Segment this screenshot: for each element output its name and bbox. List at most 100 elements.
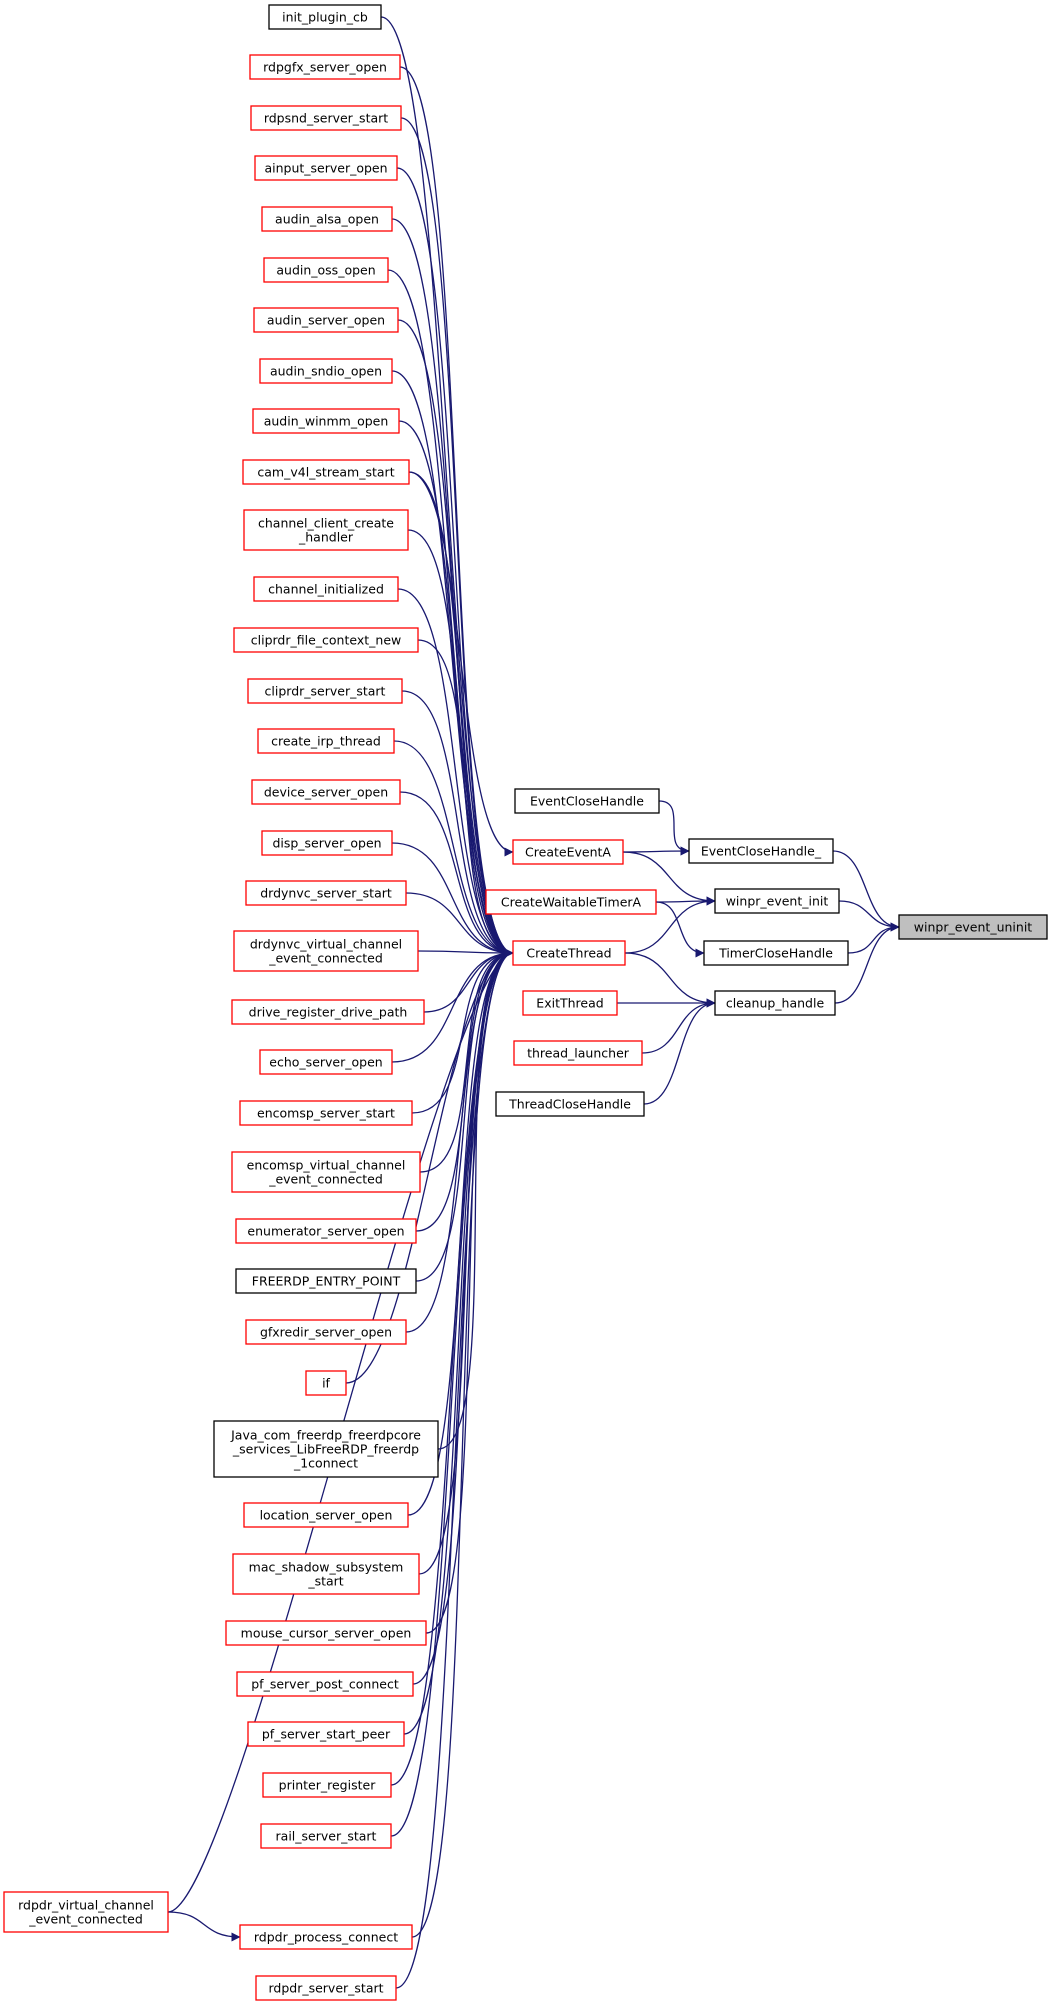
edge-rdpsnd-server-start-to-createthread [400,117,514,958]
node-channel-initialized[interactable]: channel_initialized [253,576,399,602]
node-box [262,1772,392,1798]
node-java-com-freerdp[interactable]: Java_com_freerdp_freerdpcore_services_Li… [213,1420,439,1478]
node-label: ThreadCloseHandle [508,1097,631,1112]
node-createeventa[interactable]: CreateEventA [512,839,624,865]
node-audin-winmm-open[interactable]: audin_winmm_open [252,408,400,434]
node-box [512,940,626,966]
node-freerdp-entry-point[interactable]: FREERDP_ENTRY_POINT [235,1268,417,1294]
node-box [233,930,419,972]
node-box [233,627,419,653]
node-pf-server-post-connect[interactable]: pf_server_post_connect [236,1671,414,1697]
node-encomsp-virtual-channel-event-connected[interactable]: encomsp_virtual_channel_event_connected [231,1151,421,1193]
node-root[interactable]: winpr_event_uninit [898,914,1048,940]
node-rdpdr-server-start[interactable]: rdpdr_server_start [255,1975,397,2001]
node-cleanup-handle[interactable]: cleanup_handle [714,990,836,1016]
edge-createeventa-to-winpr-event-init [622,851,716,906]
node-drdynvc-server-start[interactable]: drdynvc_server_start [245,880,407,906]
node-cliprdr-server-start[interactable]: cliprdr_server_start [247,678,403,704]
node-drive-register-drive-path[interactable]: drive_register_drive_path [231,999,425,1025]
node-label: cliprdr_server_start [265,684,386,699]
node-box [263,257,389,283]
node-mac-shadow-subsystem-start[interactable]: mac_shadow_subsystem_start [232,1553,420,1595]
node-audin-sndio-open[interactable]: audin_sndio_open [259,358,393,384]
edge-java-com-freerdp-to-createthread [437,948,514,1450]
node-rdpdr-process-connect[interactable]: rdpdr_process_connect [239,1924,413,1950]
node-label: printer_register [279,1778,377,1793]
node-label: mouse_cursor_server_open [241,1626,412,1641]
edge-echo-server-open-to-createthread [391,948,514,1063]
node-eventclosehandle[interactable]: EventCloseHandle_ [688,838,834,864]
node-label: enumerator_server_open [247,1224,404,1239]
node-createthread[interactable]: CreateThread [512,940,626,966]
node-label: winpr_event_uninit [914,920,1033,935]
node-label: gfxredir_server_open [260,1325,392,1340]
edge-create-irp-thread-to-createthread [393,740,514,958]
node-box [485,889,657,915]
node-location-server-open[interactable]: location_server_open [243,1502,409,1528]
node-createwaitabletimera[interactable]: CreateWaitableTimerA [485,889,657,915]
node-rail-server-start[interactable]: rail_server_start [260,1823,392,1849]
node-enumerator-server-open[interactable]: enumerator_server_open [235,1218,417,1244]
node-label: encomsp_virtual_channel [247,1158,406,1173]
node-label: EventCloseHandle_ [701,844,822,859]
node-label: _start [307,1574,343,1589]
node-audin-alsa-open[interactable]: audin_alsa_open [261,206,393,232]
node-gfxredir-server-open[interactable]: gfxredir_server_open [245,1319,407,1345]
node-device-server-open[interactable]: device_server_open [251,779,401,805]
node-rdpgfx-server-open[interactable]: rdpgfx_server_open [249,54,401,80]
node-label: _event_connected [268,1172,383,1187]
node-label: audin_winmm_open [264,414,389,429]
node-exitthread[interactable]: ExitThread [522,990,618,1016]
node-label: drdynvc_virtual_channel [250,937,402,952]
edge-drdynvc-virtual-channel-event-connected-to-createthread [417,948,514,958]
node-label: pf_server_start_peer [262,1727,391,1742]
node-label: cam_v4l_stream_start [257,465,394,480]
node-audin-oss-open[interactable]: audin_oss_open [263,257,389,283]
node-channel-client-create-handler[interactable]: channel_client_create_handler [243,509,409,551]
node-thread-launcher[interactable]: thread_launcher [513,1040,643,1066]
node-box [260,1823,392,1849]
node-label: pf_server_post_connect [251,1677,399,1692]
node-label: audin_alsa_open [275,212,379,227]
edge-if-to-createthread [345,948,514,1384]
node-label: mac_shadow_subsystem [249,1560,404,1575]
node-box [235,1218,417,1244]
edge-rdpdr-server-start-to-createthread [395,948,514,1989]
node-if[interactable]: if [305,1370,347,1396]
node-layer: winpr_event_uninit EventCloseHandle_winpr… [3,4,1048,2001]
node-disp-server-open[interactable]: disp_server_open [261,830,393,856]
edge-layer [167,16,900,1989]
node-timerclosehandle[interactable]: TimerCloseHandle [703,940,849,966]
node-eventclosehandle[interactable]: EventCloseHandle [514,788,660,814]
node-label: cliprdr_file_context_new [251,633,401,648]
edge-pf-server-start-peer-to-createthread [403,948,514,1735]
node-box [703,940,849,966]
node-label: init_plugin_cb [282,10,368,25]
node-audin-server-open[interactable]: audin_server_open [253,307,399,333]
node-echo-server-open[interactable]: echo_server_open [259,1049,393,1075]
node-cliprdr-file-context-new[interactable]: cliprdr_file_context_new [233,627,419,653]
node-threadclosehandle[interactable]: ThreadCloseHandle [495,1091,645,1117]
node-winpr-event-init[interactable]: winpr_event_init [714,888,840,914]
node-mouse-cursor-server-open[interactable]: mouse_cursor_server_open [225,1620,427,1646]
edge-device-server-open-to-createthread [399,791,514,958]
node-rdpdr-virtual-channel-event-connected[interactable]: rdpdr_virtual_channel_event_connected [3,1891,169,1933]
node-cam-v4l-stream-start[interactable]: cam_v4l_stream_start [242,459,410,485]
node-pf-server-start-peer[interactable]: pf_server_start_peer [247,1721,405,1747]
node-printer-register[interactable]: printer_register [262,1772,392,1798]
edge-cliprdr-file-context-new-to-createthread [417,639,514,958]
node-box [231,1151,421,1193]
node-encomsp-server-start[interactable]: encomsp_server_start [239,1100,413,1126]
node-box [513,1040,643,1066]
node-label: audin_oss_open [276,263,375,278]
node-ainput-server-open[interactable]: ainput_server_open [254,155,398,181]
edge-winpr-event-init-to-root [838,900,900,932]
node-label: CreateEventA [525,845,611,860]
node-box [253,576,399,602]
node-drdynvc-virtual-channel-event-connected[interactable]: drdynvc_virtual_channel_event_connected [233,930,419,972]
node-rdpsnd-server-start[interactable]: rdpsnd_server_start [250,105,402,131]
node-label: rdpdr_virtual_channel [18,1898,154,1913]
node-label: CreateWaitableTimerA [501,895,642,910]
node-create-irp-thread[interactable]: create_irp_thread [257,728,395,754]
node-init-plugin-cb[interactable]: init_plugin_cb [268,4,382,30]
